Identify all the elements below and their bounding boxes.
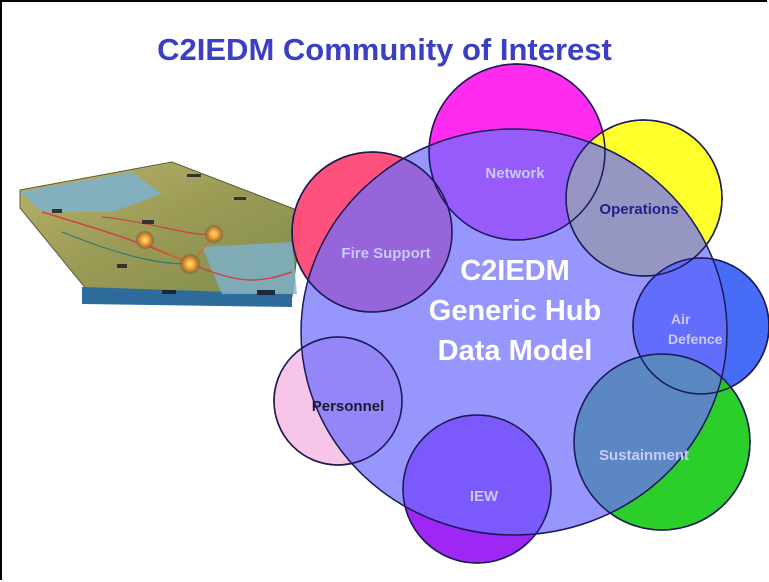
- sustainment-label: Sustainment: [599, 447, 689, 464]
- air-defence-label-line2: Defence: [668, 331, 723, 347]
- hub-label-line2: Generic Hub: [429, 295, 601, 327]
- air-defence-label-line1: Air: [671, 311, 691, 327]
- battlefield-map-image: [19, 161, 303, 307]
- hub-label-line1: C2IEDM: [460, 255, 570, 287]
- hub-label-line3: Data Model: [438, 335, 593, 367]
- operations-label: Operations: [599, 201, 678, 218]
- network-label: Network: [485, 165, 545, 182]
- hub-circle: [300, 128, 728, 536]
- slide-title: C2IEDM Community of Interest: [157, 32, 612, 67]
- personnel-label: Personnel: [312, 398, 385, 415]
- fire-support-label: Fire Support: [341, 245, 430, 262]
- iew-label: IEW: [470, 488, 499, 505]
